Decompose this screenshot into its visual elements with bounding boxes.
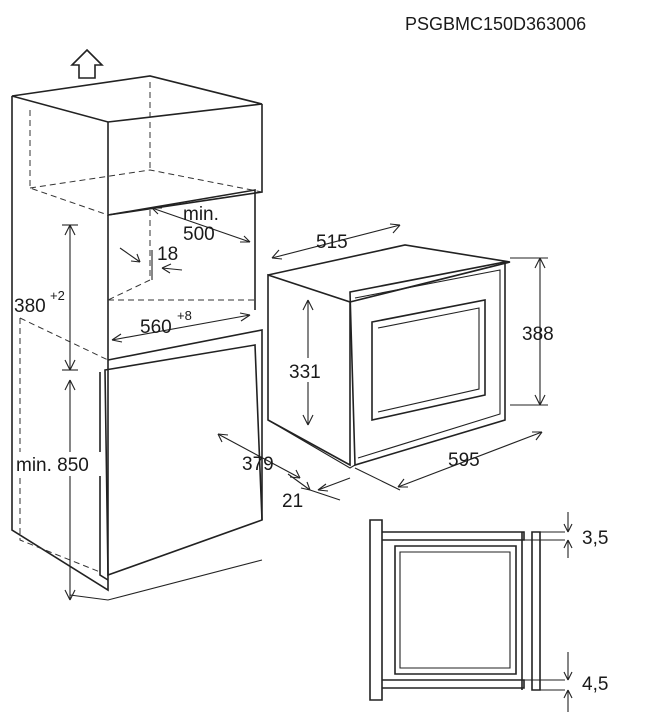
- gap-value: 18: [157, 244, 178, 265]
- front-offset-value: 21: [282, 491, 303, 512]
- up-arrow-icon: [70, 48, 104, 79]
- top-gap-value: 3,5: [582, 528, 608, 549]
- oven-width-value: 595: [448, 450, 480, 471]
- min-depth-value: 500: [183, 224, 215, 245]
- niche-width-tolerance: +8: [177, 308, 192, 323]
- section-dimensions: 3,5 4,5: [563, 512, 608, 712]
- niche-dimensions: min. 500 18 380 +2 560 +8 min. 850: [14, 204, 251, 601]
- oven-dimensions: 515 388 331 595 379 21: [217, 223, 554, 512]
- niche-height-tolerance: +2: [50, 288, 65, 303]
- floor-height-value: min. 850: [16, 455, 89, 476]
- body-depth-value: 379: [242, 454, 274, 475]
- oven-depth-value: 515: [316, 232, 348, 253]
- document-code: PSGBMC150D363006: [405, 14, 586, 34]
- min-depth-label: min.: [183, 204, 219, 225]
- bottom-gap-value: 4,5: [582, 674, 608, 695]
- oven: [267, 244, 511, 469]
- niche-width-value: 560: [140, 317, 172, 338]
- section-detail: [369, 519, 565, 701]
- oven-height-body-value: 331: [289, 362, 321, 383]
- oven-height-front-value: 388: [522, 324, 554, 345]
- cabinet: [11, 75, 263, 601]
- niche-height-value: 380: [14, 296, 46, 317]
